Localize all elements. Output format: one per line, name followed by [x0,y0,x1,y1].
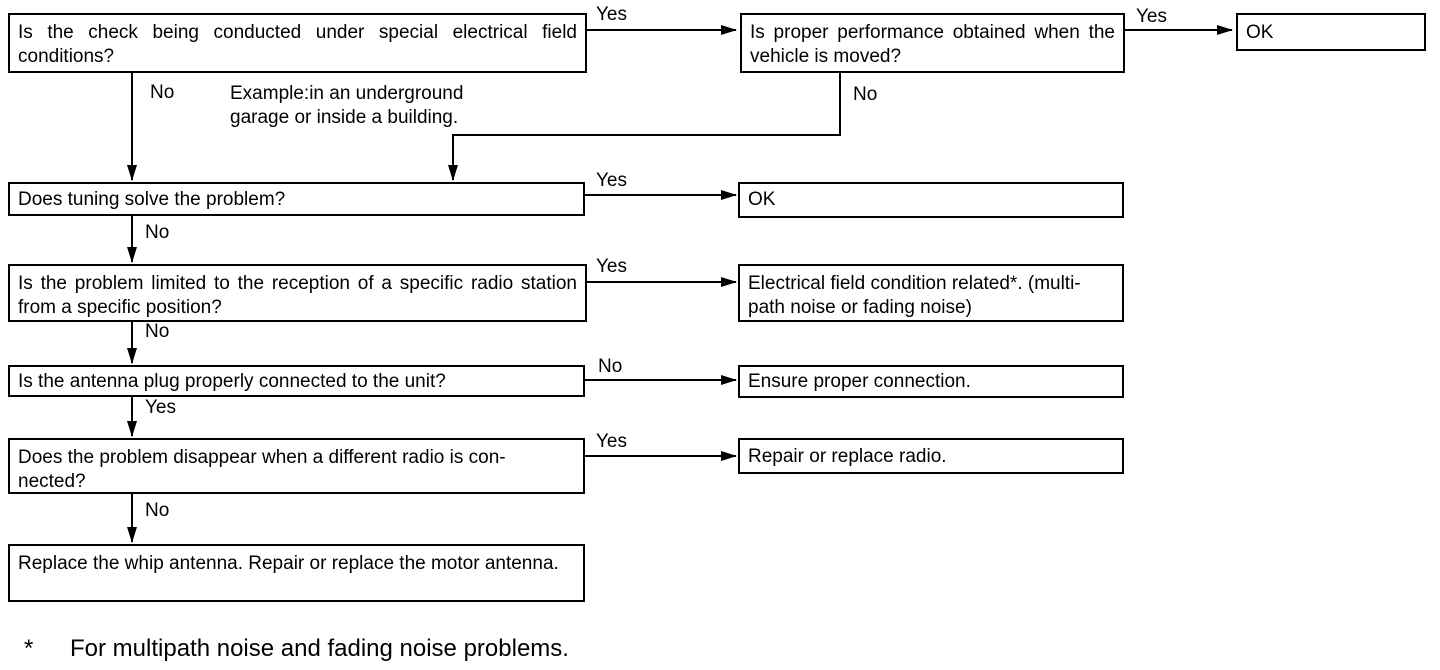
result-replace-antenna: Replace the whip antenna. Repair or repl… [8,544,585,602]
question-different-radio-line2: nected? [18,471,86,492]
result-ok-tuning-text: OK [748,189,776,210]
question-special-field-conditions-text: Is the check being conducted under speci… [18,22,577,67]
label-q4-yes: Yes [596,256,627,277]
example-note: Example:in an underground garage or insi… [230,82,463,130]
result-ok-top: OK [1236,13,1426,51]
example-note-line2: garage or inside a building. [230,107,459,128]
question-different-radio-line1: Does the problem disappear when a differ… [18,447,506,468]
label-q2-yes: Yes [1136,6,1167,27]
footnote: * For multipath noise and fading noise pr… [24,634,569,664]
result-replace-antenna-text: Replace the whip antenna. Repair or repl… [18,553,559,574]
question-specific-station: Is the problem limited to the reception … [8,264,587,322]
result-electrical-field: Electrical field condition related*. (mu… [738,264,1124,322]
question-antenna-plug-text: Is the antenna plug properly connected t… [18,371,446,392]
label-q6-yes: Yes [596,431,627,452]
question-tuning-text: Does tuning solve the problem? [18,189,286,210]
question-tuning: Does tuning solve the problem? [8,182,585,216]
footnote-text: For multipath noise and fading noise pro… [70,635,569,662]
label-q4-no: No [145,321,170,342]
result-repair-radio: Repair or replace radio. [738,438,1124,474]
example-note-line1: Example:in an underground [230,83,464,104]
edge-q2-no [448,73,841,181]
question-vehicle-moved: Is proper performance obtained when the … [740,13,1125,73]
label-q1-yes: Yes [596,4,627,25]
question-antenna-plug: Is the antenna plug properly connected t… [8,365,585,397]
question-special-field-conditions: Is the check being conducted under speci… [8,13,587,73]
label-q6-no: No [145,500,170,521]
footnote-marker: * [24,635,34,662]
label-q1-no: No [150,82,175,103]
label-q5-yes: Yes [145,397,176,418]
question-different-radio: Does the problem disappear when a differ… [8,438,585,494]
label-q3-no: No [145,222,170,243]
result-ensure-connection-text: Ensure proper connection. [748,371,971,392]
result-electrical-field-line2: path noise or fading noise) [748,297,972,318]
result-repair-radio-text: Repair or replace radio. [748,446,947,467]
question-vehicle-moved-text: Is proper performance obtained when the … [750,22,1115,67]
result-ok-top-text: OK [1246,22,1274,43]
question-specific-station-text: Is the problem limited to the reception … [18,273,577,318]
result-electrical-field-line1: Electrical field condition related*. (mu… [748,273,1081,294]
label-q3-yes: Yes [596,170,627,191]
result-ensure-connection: Ensure proper connection. [738,365,1124,398]
label-q5-no: No [598,356,623,377]
result-ok-tuning: OK [738,182,1124,218]
label-q2-no: No [853,84,878,105]
